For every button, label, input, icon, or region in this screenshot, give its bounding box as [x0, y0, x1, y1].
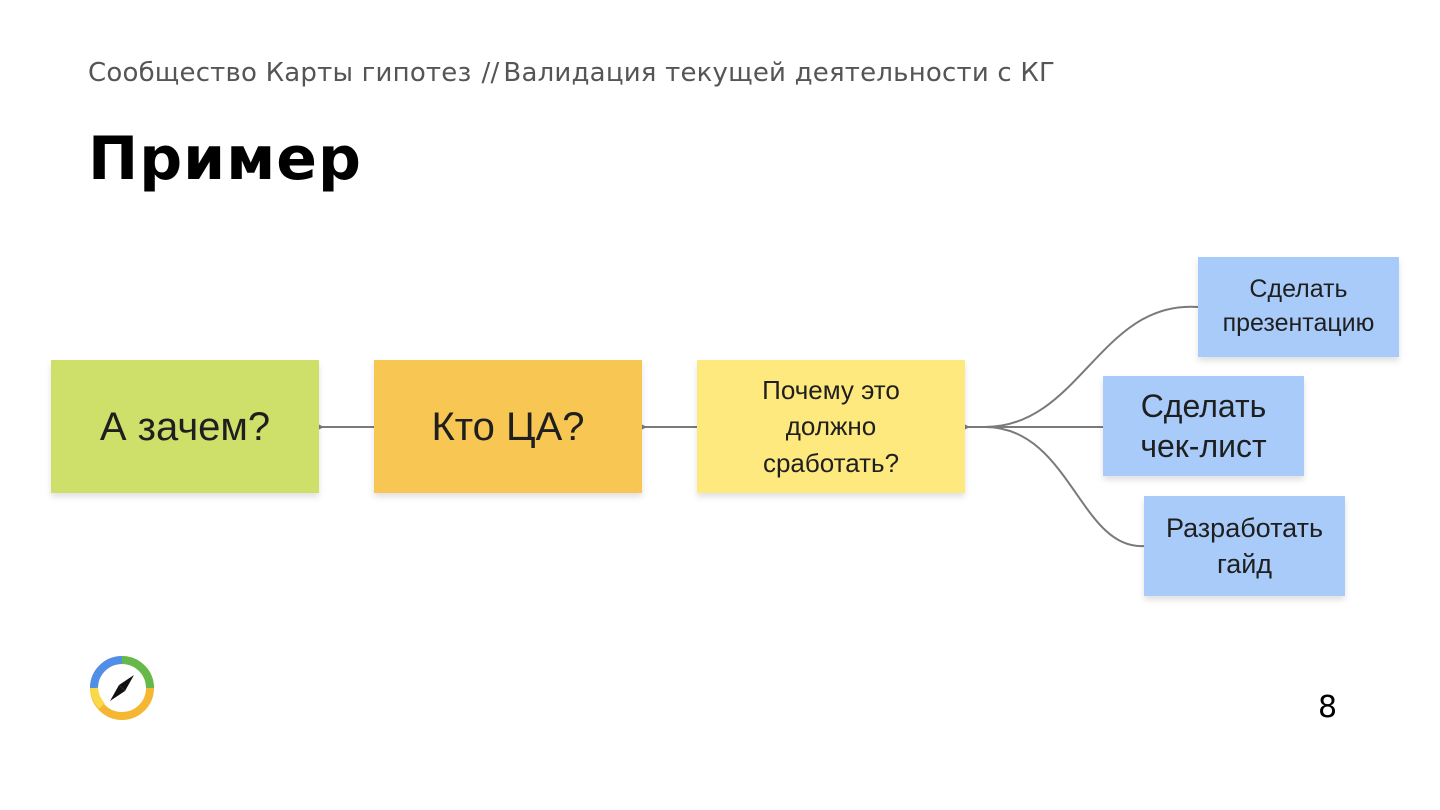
node-develop-guide-line-2: гайд — [1216, 549, 1273, 579]
node-target-audience-label: Кто ЦА? — [431, 404, 585, 449]
page-title: Пример — [88, 124, 362, 194]
compass-icon — [90, 656, 154, 720]
logo-ring-yellow — [90, 687, 106, 709]
logo-ring-blue — [90, 656, 123, 689]
node-why: А зачем? — [51, 360, 319, 493]
breadcrumb-separator: // — [481, 58, 500, 88]
logo-ring-green — [121, 656, 154, 689]
node-make-checklist: Сделать чек-лист — [1103, 376, 1304, 476]
node-why-label: А зачем? — [99, 404, 271, 449]
node-target-audience: Кто ЦА? — [374, 360, 642, 493]
node-make-presentation-line-1: Сделать — [1249, 275, 1348, 304]
node-make-presentation: Сделать презентацию — [1198, 257, 1399, 357]
node-why-it-works-line-3: сработать? — [762, 447, 900, 478]
logo-needle-north — [119, 675, 134, 691]
node-why-it-works-line-1: Почему это — [762, 374, 900, 405]
node-develop-guide: Разработать гайд — [1144, 496, 1345, 596]
node-make-checklist-line-2: чек-лист — [1140, 428, 1267, 464]
node-why-it-works: Почему это должно сработать? — [697, 360, 965, 493]
node-why-it-works-line-2: должно — [785, 411, 877, 442]
node-develop-guide-line-1: Разработать — [1165, 512, 1324, 543]
logo-needle-south — [110, 685, 125, 701]
breadcrumb-section: Валидация текущей деятельности с КГ — [503, 58, 1056, 88]
page-number: 8 — [1318, 690, 1338, 725]
breadcrumb: Сообщество Карты гипотез //Валидация теку… — [88, 58, 1055, 88]
node-make-checklist-line-1: Сделать — [1140, 388, 1267, 424]
node-make-presentation-line-2: презентацию — [1222, 309, 1375, 337]
breadcrumb-community: Сообщество Карты гипотез — [88, 58, 472, 88]
